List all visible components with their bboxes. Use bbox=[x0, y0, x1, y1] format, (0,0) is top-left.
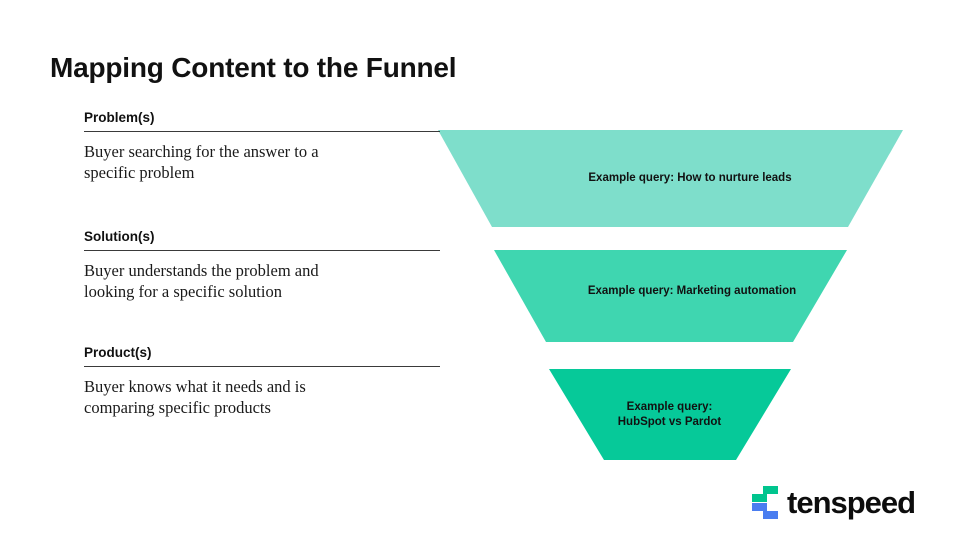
stage-description-solution: Buyer understands the problem and lookin… bbox=[84, 261, 319, 301]
stage-block-product: Product(s) Buyer knows what it needs and… bbox=[84, 344, 440, 418]
stage-divider-problem bbox=[84, 131, 440, 132]
funnel-label-problem: Example query: How to nurture leads bbox=[588, 172, 792, 184]
stage-divider-solution bbox=[84, 250, 440, 251]
stage-divider-product bbox=[84, 366, 440, 367]
stage-description-product: Buyer knows what it needs and is compari… bbox=[84, 377, 306, 417]
stage-label-product: Product(s) bbox=[84, 345, 152, 360]
funnel-label-product: Example query: HubSpot vs Pardot bbox=[617, 401, 722, 428]
stage-block-solution: Solution(s) Buyer understands the proble… bbox=[84, 228, 440, 302]
stage-block-problem: Problem(s) Buyer searching for the answe… bbox=[84, 109, 440, 183]
page-title: Mapping Content to the Funnel bbox=[50, 51, 457, 83]
brand-logo-text: tenspeed bbox=[787, 485, 916, 520]
funnel-label-solution: Example query: Marketing automation bbox=[587, 285, 797, 297]
tenspeed-logo-icon bbox=[752, 486, 778, 519]
stage-label-problem: Problem(s) bbox=[84, 110, 155, 125]
brand-logo: tenspeed bbox=[752, 485, 916, 520]
stage-description-problem: Buyer searching for the answer to a spec… bbox=[84, 142, 319, 182]
stage-label-solution: Solution(s) bbox=[84, 229, 155, 244]
